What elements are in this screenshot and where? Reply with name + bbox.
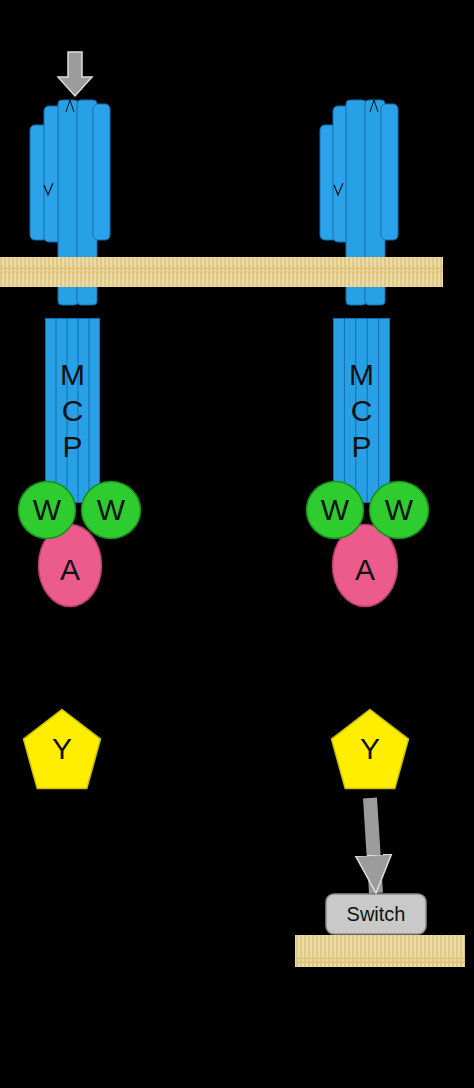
node-label: W: [321, 493, 349, 528]
node-label: W: [33, 493, 61, 528]
node-label: A: [60, 553, 80, 588]
receptor-mcp: M C P: [45, 318, 100, 503]
receptor-mcp: M C P: [333, 318, 390, 503]
chey-protein: Y: [330, 708, 410, 790]
cell-membrane: [0, 257, 443, 287]
node-label: Y: [360, 732, 380, 767]
cell-membrane: [295, 935, 465, 967]
node-label: Switch: [347, 903, 406, 926]
chew-protein: W: [305, 480, 365, 540]
chew-protein: W: [17, 480, 77, 540]
node-label: M C P: [347, 357, 377, 465]
activation-arrow: [370, 798, 376, 893]
node-label: W: [385, 493, 413, 528]
stimulus-arrow: [58, 52, 92, 96]
node-label: W: [97, 493, 125, 528]
chew-protein: W: [80, 480, 142, 540]
chey-protein: Y: [22, 708, 102, 790]
chew-protein: W: [368, 480, 430, 540]
node-label: A: [355, 553, 375, 588]
flagellar-switch: Switch: [325, 893, 427, 935]
node-label: M C P: [58, 357, 88, 465]
node-label: Y: [52, 732, 72, 767]
